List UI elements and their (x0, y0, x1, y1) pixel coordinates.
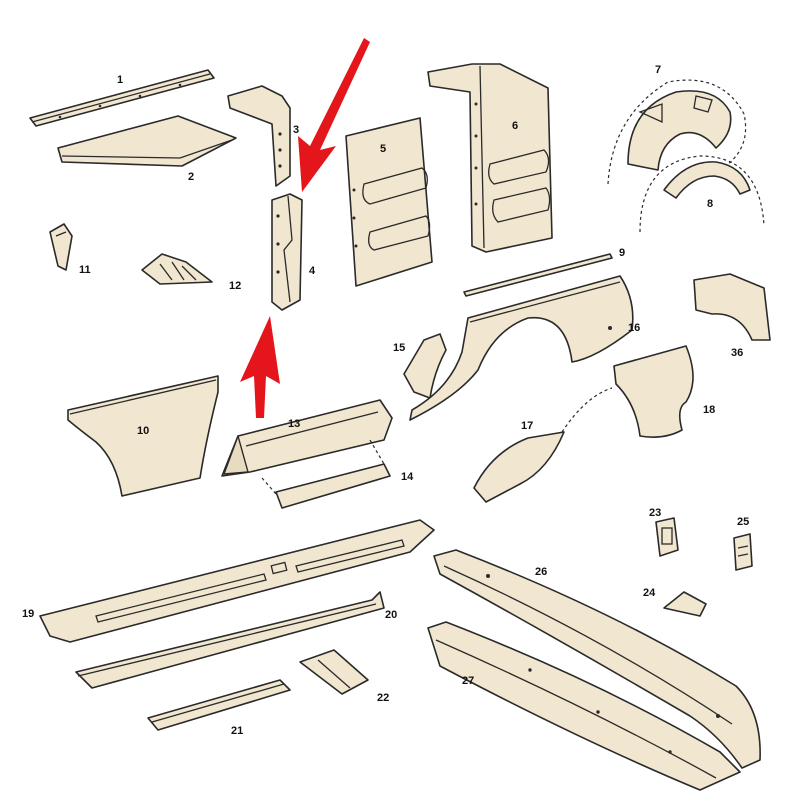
part-9-trim-strip[interactable] (463, 253, 613, 297)
part-19-rocker-panel[interactable] (39, 519, 435, 643)
label-7: 7 (655, 64, 661, 76)
part-17-lower-curve[interactable] (473, 387, 613, 503)
label-16: 16 (628, 322, 640, 334)
label-1: 1 (117, 74, 123, 86)
label-4: 4 (309, 265, 316, 277)
part-6-rear-panel[interactable] (427, 63, 553, 253)
part-27-bumper-lower[interactable] (427, 621, 741, 791)
red-arrow-bottom (240, 316, 280, 418)
label-17: 17 (521, 420, 533, 432)
red-arrow-top (298, 38, 370, 192)
part-7-wheelhouse[interactable] (607, 79, 747, 185)
part-14-sill-strip[interactable] (261, 439, 391, 509)
label-12: 12 (229, 280, 241, 292)
label-10: 10 (137, 425, 149, 437)
label-3: 3 (293, 124, 299, 136)
label-9: 9 (619, 247, 625, 259)
label-21: 21 (231, 725, 243, 737)
label-5: 5 (380, 143, 386, 155)
part-20-inner-rail[interactable] (75, 591, 385, 689)
part-10-lower-panel[interactable] (67, 375, 219, 497)
label-15: 15 (393, 342, 405, 354)
label-6: 6 (512, 120, 518, 132)
part-21-channel[interactable] (147, 679, 291, 731)
label-23: 23 (649, 507, 661, 519)
part-25-hinge[interactable] (733, 533, 753, 571)
label-14: 14 (401, 471, 414, 483)
part-13-sill[interactable] (221, 399, 393, 477)
label-25: 25 (737, 516, 749, 528)
label-18: 18 (703, 404, 715, 416)
label-2: 2 (188, 171, 194, 183)
part-26-bumper[interactable] (433, 549, 761, 769)
label-13: 13 (288, 418, 300, 430)
part-36-liner[interactable] (693, 273, 771, 341)
label-19: 19 (22, 608, 34, 620)
part-18-arch-panel[interactable] (613, 345, 694, 438)
part-11-small-bracket[interactable] (49, 223, 73, 271)
label-36: 36 (731, 347, 743, 359)
part-23-clip[interactable] (655, 517, 679, 557)
part-22-bracket[interactable] (299, 649, 369, 695)
part-3-bracket[interactable] (227, 85, 291, 187)
label-20: 20 (385, 609, 397, 621)
part-8-arch-segment[interactable] (639, 155, 765, 233)
part-4-pillar[interactable] (271, 193, 303, 311)
label-11: 11 (79, 264, 91, 276)
label-22: 22 (377, 692, 389, 704)
label-27: 27 (462, 675, 474, 687)
label-26: 26 (535, 566, 547, 578)
part-16-rear-fender[interactable] (409, 275, 634, 421)
part-2-shelf[interactable] (57, 115, 237, 167)
label-8: 8 (707, 198, 713, 210)
label-24: 24 (643, 587, 656, 599)
part-12-gusset[interactable] (141, 253, 213, 285)
part-24-mount[interactable] (663, 591, 707, 617)
part-5-side-panel[interactable] (345, 117, 433, 287)
part-1-strip[interactable] (29, 69, 215, 127)
